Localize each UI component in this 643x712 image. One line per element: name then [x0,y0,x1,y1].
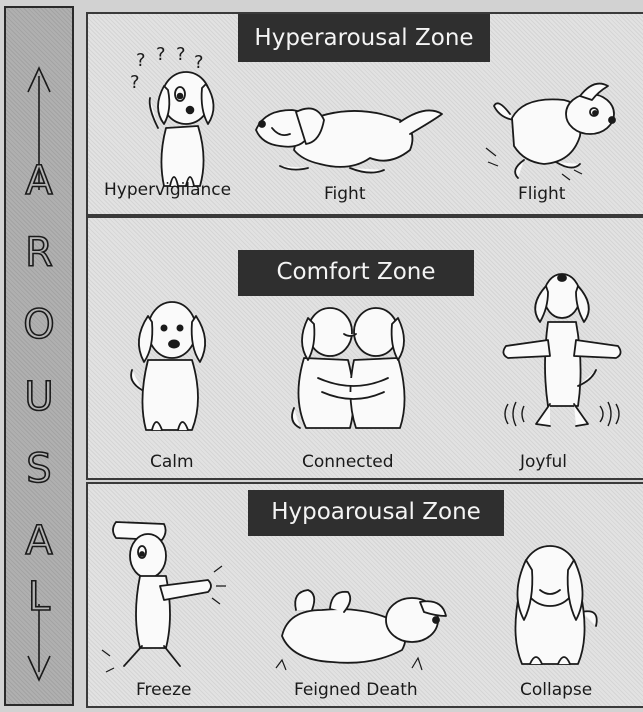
axis-letter: S [6,446,72,492]
hugging-dogs-icon [284,298,424,438]
svg-text:?: ? [130,72,140,93]
state-label: Freeze [136,680,191,700]
zone-title: Hypoarousal Zone [248,490,504,536]
axis-letter: R [6,230,72,276]
axis-letter: A [6,158,72,204]
running-dog-icon [484,78,634,188]
svg-text:?: ? [176,44,186,65]
confused-dog-icon: ????? [128,48,238,198]
state-label: Flight [518,184,565,204]
state-label: Fight [324,184,366,204]
axis-letter: U [6,374,72,420]
hyperarousal-zone-panel: Hyperarousal Zone ????? Hypervigilance [86,12,643,216]
state-label: Hypervigilance [104,180,231,200]
sitting-dog-icon [122,290,222,440]
axis-letter: O [6,302,72,348]
zone-title: Comfort Zone [238,250,474,296]
arousal-axis: A R O U S A L [4,6,74,706]
state-label: Feigned Death [294,680,418,700]
slumped-dog-icon [496,540,606,680]
svg-text:?: ? [194,52,204,73]
hypoarousal-zone-panel: Hypoarousal Zone Freeze [86,482,643,708]
lying-dog-icon [272,580,452,676]
zone-title: Hyperarousal Zone [238,14,490,62]
state-label: Connected [302,452,394,472]
state-label: Collapse [520,680,592,700]
comfort-zone-panel: Comfort Zone Calm [86,216,643,480]
frozen-dog-icon [96,516,246,676]
axis-letter: A [6,518,72,564]
svg-text:?: ? [156,44,166,65]
dancing-dog-icon [488,266,638,436]
growling-dog-icon [250,94,450,184]
axis-letter: L [6,574,72,620]
state-label: Calm [150,452,194,472]
svg-text:?: ? [136,50,146,71]
state-label: Joyful [520,452,567,472]
